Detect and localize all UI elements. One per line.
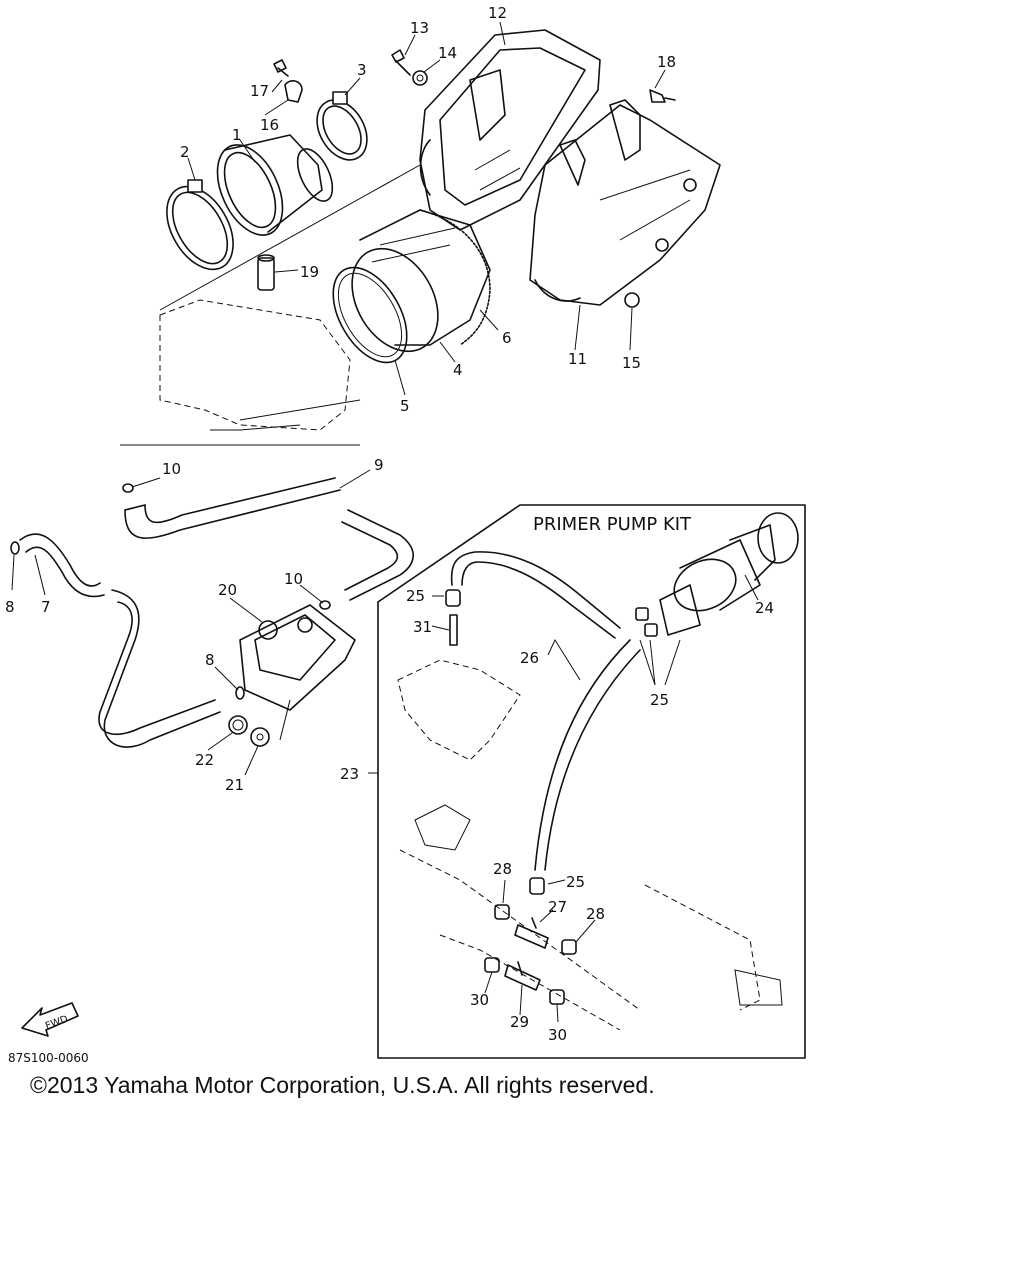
fuel-hose-9 xyxy=(124,477,414,601)
cap-21 xyxy=(250,727,270,747)
washer-14 xyxy=(412,70,428,86)
pipe-31 xyxy=(449,614,458,646)
part-label-6: 6 xyxy=(502,329,512,347)
primer-pump-24 xyxy=(659,512,799,636)
band-6 xyxy=(419,209,491,346)
joint-25-bottom xyxy=(529,877,545,895)
grommet-19 xyxy=(257,254,275,291)
seal-ring-5 xyxy=(332,266,408,364)
joint-25-pump xyxy=(635,607,658,637)
part-label-30-left: 30 xyxy=(470,991,489,1009)
primer-pump-kit-frame xyxy=(377,504,806,1059)
copyright-notice: ©2013 Yamaha Motor Corporation, U.S.A. A… xyxy=(30,1072,655,1098)
part-label-10-pump: 10 xyxy=(284,570,303,588)
clip-10-pump xyxy=(319,600,331,610)
primer-pump-kit-title: PRIMER PUMP KIT xyxy=(533,514,692,535)
fwd-arrow-icon: FWD xyxy=(21,1002,79,1037)
part-label-8-pump: 8 xyxy=(205,651,215,669)
part-label-28-right: 28 xyxy=(586,905,605,923)
part-label-17: 17 xyxy=(250,82,269,100)
clip-28-right xyxy=(561,939,577,955)
part-label-18: 18 xyxy=(657,53,676,71)
bolt-18 xyxy=(649,89,676,103)
part-label-11: 11 xyxy=(568,350,587,368)
part-label-24: 24 xyxy=(755,599,774,617)
hose-clamp-2 xyxy=(166,179,234,271)
part-label-10-top: 10 xyxy=(162,460,181,478)
part-label-16: 16 xyxy=(260,116,279,134)
primer-hose-26 xyxy=(450,551,641,871)
part-label-13: 13 xyxy=(410,19,429,37)
parts-diagram: FWD PRIMER PUMP KIT 87S100-0060 1 2 3 4 … xyxy=(5,4,806,1065)
part-label-28-left: 28 xyxy=(493,860,512,878)
part-label-15: 15 xyxy=(622,354,641,372)
part-label-12: 12 xyxy=(488,4,507,22)
screw-17 xyxy=(273,59,289,77)
part-label-25-top: 25 xyxy=(406,587,425,605)
part-label-30-right: 30 xyxy=(548,1026,567,1044)
part-label-3: 3 xyxy=(357,61,367,79)
part-label-2: 2 xyxy=(180,143,190,161)
clip-30-right xyxy=(549,989,565,1005)
part-label-5: 5 xyxy=(400,397,410,415)
fuel-pump-20 xyxy=(239,604,356,741)
part-label-9: 9 xyxy=(374,456,384,474)
hose-clamp-3 xyxy=(316,91,368,161)
part-label-25-bottom: 25 xyxy=(566,873,585,891)
clip-10-top xyxy=(122,483,134,493)
part-label-22: 22 xyxy=(195,751,214,769)
joint-25-top xyxy=(445,589,461,607)
part-label-14: 14 xyxy=(438,44,457,62)
part-label-1: 1 xyxy=(232,126,242,144)
intake-joint-1 xyxy=(216,134,334,236)
joint-29 xyxy=(504,961,541,991)
part-label-27: 27 xyxy=(548,898,567,916)
filter-22 xyxy=(228,715,248,735)
part-label-29: 29 xyxy=(510,1013,529,1031)
leader-lines xyxy=(11,21,759,1023)
engine-outline xyxy=(120,164,421,446)
clip-8-pump xyxy=(235,686,245,700)
part-label-7: 7 xyxy=(41,598,51,616)
clip-8-left xyxy=(10,541,20,555)
air-joint-4 xyxy=(351,209,491,353)
part-label-4: 4 xyxy=(453,361,463,379)
clip-16 xyxy=(284,80,303,103)
bolt-13 xyxy=(391,49,411,76)
air-box-case-12 xyxy=(419,29,601,231)
clip-28-left xyxy=(494,904,510,920)
part-label-8-left: 8 xyxy=(5,598,15,616)
part-label-25-pump: 25 xyxy=(650,691,669,709)
figure-code: 87S100-0060 xyxy=(8,1051,89,1065)
part-label-23: 23 xyxy=(340,765,359,783)
fuel-hose-7 xyxy=(19,533,221,748)
part-label-20: 20 xyxy=(218,581,237,599)
joint-27 xyxy=(514,917,549,949)
part-label-26: 26 xyxy=(520,649,539,667)
part-label-19: 19 xyxy=(300,263,319,281)
carburetor-outline xyxy=(397,659,783,1031)
air-box-cover-11 xyxy=(529,99,721,306)
part-label-21: 21 xyxy=(225,776,244,794)
nut-15 xyxy=(624,292,640,308)
part-label-31: 31 xyxy=(413,618,432,636)
